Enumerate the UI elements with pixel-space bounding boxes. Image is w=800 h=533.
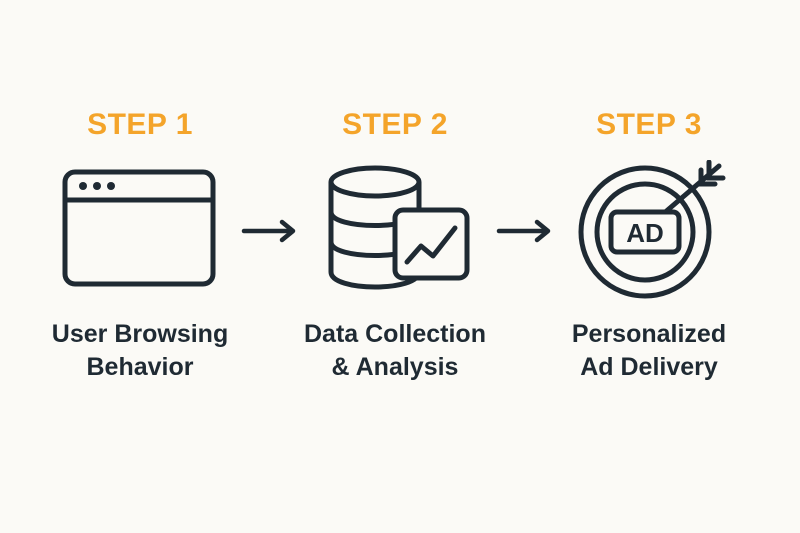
step-title: User Browsing Behavior <box>20 318 260 384</box>
step-title-line: Data Collection <box>304 320 486 348</box>
browser-window-icon <box>62 169 216 287</box>
arrow-right-icon <box>241 219 296 243</box>
arrow-right-icon <box>496 219 551 243</box>
dart-icon <box>660 160 726 217</box>
ad-badge-text: AD <box>626 218 664 248</box>
step-title-line: Ad Delivery <box>580 353 718 381</box>
line-chart-icon <box>392 207 470 281</box>
database-chart-icon <box>328 165 470 290</box>
step-title: Data Collection & Analysis <box>275 318 515 384</box>
step-2: STEP 2 Data Collection & Analysis <box>275 0 515 533</box>
step-1: STEP 1 User Browsing Behavior <box>20 0 260 533</box>
step-title: Personalized Ad Delivery <box>529 318 769 384</box>
step-title-line: & Analysis <box>331 353 459 381</box>
step-3: STEP 3 AD Personalized Ad Delivery <box>529 0 769 533</box>
step-title-line: Personalized <box>571 320 727 348</box>
step-title-line: Behavior <box>86 353 194 381</box>
step-label: STEP 2 <box>342 108 448 141</box>
target-ad-icon: AD <box>578 160 726 299</box>
step-label: STEP 1 <box>87 108 193 141</box>
step-label: STEP 3 <box>596 108 702 141</box>
step-title-line: User Browsing <box>51 320 229 348</box>
